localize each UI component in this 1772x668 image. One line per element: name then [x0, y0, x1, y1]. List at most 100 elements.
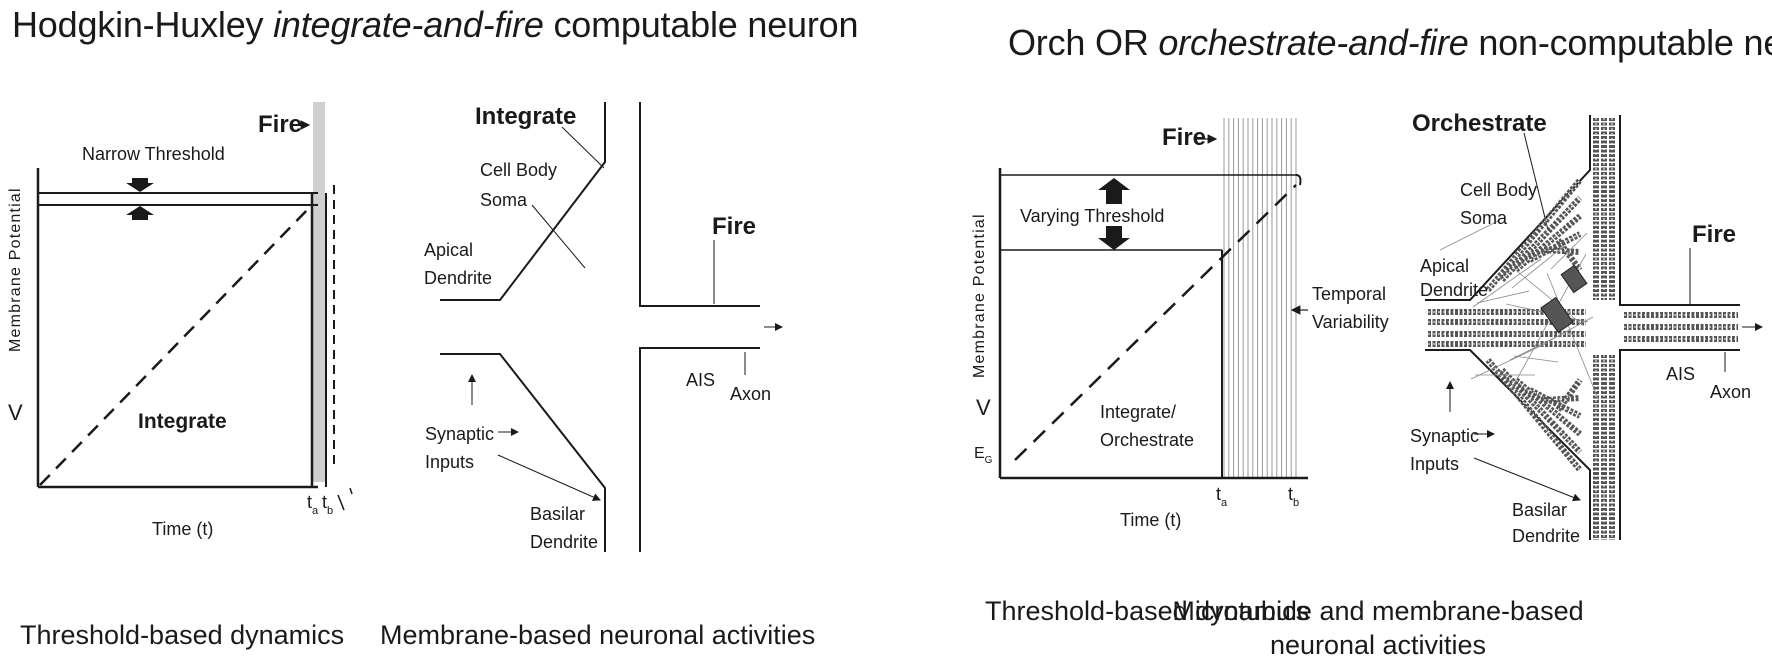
right-threshold-arrow-up-icon [1098, 178, 1130, 204]
microtubule [1528, 231, 1582, 263]
left-neuron-fire-label: Fire [712, 213, 756, 240]
left-integrate-leader [561, 126, 605, 169]
microtubule-core [1515, 379, 1581, 435]
microtubule [1485, 358, 1583, 472]
left-soma-label: Soma [480, 190, 528, 210]
microtubule-core [1515, 215, 1581, 271]
left-apical-label: Apical [424, 240, 473, 260]
right-synaptic-diag-arrow [1473, 457, 1581, 502]
left-soma-upper-outline [440, 102, 606, 301]
microtubule-core [1557, 379, 1581, 411]
right-basilar-dendrite-label: Dendrite [1512, 526, 1580, 546]
right-neuron-labels: Orchestrate Cell Body Soma Apical Dendri… [1410, 110, 1751, 546]
right-neuron-caption-line1: Microtubule and membrane-based [1172, 596, 1584, 626]
right-tick-tb: tb [1288, 484, 1299, 509]
microtubule-link [1550, 232, 1588, 270]
microtubule-link [1472, 258, 1542, 308]
right-temporal-label: Temporal [1312, 284, 1386, 304]
right-inputs-label: Inputs [1410, 454, 1459, 474]
right-apical-dendrite-label: Dendrite [1420, 280, 1488, 300]
left-neuron-integrate-label: Integrate [475, 103, 576, 130]
right-fire-label: Fire [1162, 124, 1206, 151]
left-basilar-dendrite-label: Dendrite [530, 532, 598, 552]
right-threshold-hook [1295, 174, 1302, 186]
microtubule [1555, 378, 1583, 412]
left-neuron-schematic [440, 102, 783, 552]
right-basilar-label: Basilar [1512, 500, 1567, 520]
left-threshold-graph: Narrow Threshold Fire Integrate Membrane… [7, 102, 353, 539]
microtubule [1514, 213, 1582, 273]
right-title: Orch OR orchestrate-and-fire non-computa… [1008, 22, 1772, 63]
right-orchestrate-label: Orchestrate [1100, 430, 1194, 450]
right-integrate-ramp [1014, 184, 1297, 461]
microtubule-link [1470, 342, 1548, 380]
microtubule-body [1485, 358, 1583, 472]
right-neuron-fire-label: Fire [1692, 221, 1736, 248]
microtubule-link [1509, 329, 1571, 361]
microtubule-link [1439, 219, 1501, 251]
microtubule-core [1501, 369, 1581, 453]
right-apical-label: Apical [1420, 256, 1469, 276]
right-cell-body-label: Cell Body [1460, 180, 1537, 200]
left-cell-body-label: Cell Body [480, 160, 557, 180]
right-tick-ta: ta [1216, 484, 1228, 509]
organelle [1540, 296, 1574, 334]
left-graph-caption: Threshold-based dynamics [20, 620, 345, 650]
microtubule [1499, 195, 1583, 283]
microtubule-link [1513, 355, 1559, 363]
left-integrate-ramp [39, 204, 313, 486]
left-axon-upper-outline [639, 102, 760, 307]
left-y-axis-label: Membrane Potential [7, 187, 24, 352]
right-neuron-orchestrate-label: Orchestrate [1412, 110, 1547, 137]
right-neuron-caption-line2: neuronal activities [1269, 630, 1487, 660]
left-soma-lower-outline [440, 353, 606, 552]
left-tick-mark-2 [349, 487, 353, 495]
left-integrate-label: Integrate [138, 410, 227, 433]
left-y-axis-v: V [8, 400, 23, 425]
right-integrate-label: Integrate/ [1100, 402, 1176, 422]
right-microtubule-network [1428, 118, 1738, 540]
left-apical-dendrite-label: Dendrite [424, 268, 492, 288]
left-ais-label: AIS [686, 370, 715, 390]
left-neuron-caption: Membrane-based neuronal activities [380, 620, 816, 650]
right-graph-caption: Threshold-based dynamics [985, 596, 1310, 626]
right-soma-upper-outline [1425, 115, 1591, 301]
right-soma-label: Soma [1460, 208, 1508, 228]
left-title: Hodgkin-Huxley integrate-and-fire comput… [12, 4, 859, 45]
right-eg-label: EG [974, 445, 993, 466]
left-cellbody-leader [531, 204, 586, 269]
microtubule [1555, 238, 1583, 272]
left-tick-ta: ta [307, 492, 319, 517]
microtubule [1528, 387, 1582, 419]
organelle [1560, 264, 1588, 294]
microtubule [1485, 178, 1583, 292]
right-y-axis-v: V [976, 395, 991, 420]
right-axon-upper-outline [1619, 115, 1740, 306]
microtubule-link [1511, 245, 1565, 289]
microtubule-core [1543, 397, 1581, 401]
microtubule-link [1476, 290, 1530, 304]
right-axon-label: Axon [1710, 382, 1751, 402]
right-variability-label: Variability [1312, 312, 1389, 332]
right-x-axis-label: Time (t) [1120, 510, 1181, 530]
right-threshold-graph: Fire Varying Threshold Integrate/ Orches… [971, 118, 1389, 530]
microtubule-core [1529, 389, 1581, 417]
microtubule-core [1487, 179, 1581, 291]
left-fire-band [313, 102, 325, 482]
microtubule [1514, 377, 1582, 437]
microtubule-core [1557, 239, 1581, 271]
left-threshold-arrow-down-icon [126, 178, 154, 192]
left-synaptic-diag-arrow [497, 454, 601, 501]
microtubule-body [1485, 178, 1583, 292]
left-x-axis-label: Time (t) [152, 519, 213, 539]
microtubule-core [1543, 249, 1581, 253]
microtubule [1543, 395, 1581, 403]
left-narrow-threshold-label: Narrow Threshold [82, 144, 225, 164]
left-tick-tb: tb [322, 492, 333, 517]
left-tick-mark [337, 494, 345, 511]
microtubule-link [1517, 271, 1585, 327]
microtubule [1499, 367, 1583, 455]
left-basilar-label: Basilar [530, 504, 585, 524]
microtubule [1543, 247, 1581, 255]
